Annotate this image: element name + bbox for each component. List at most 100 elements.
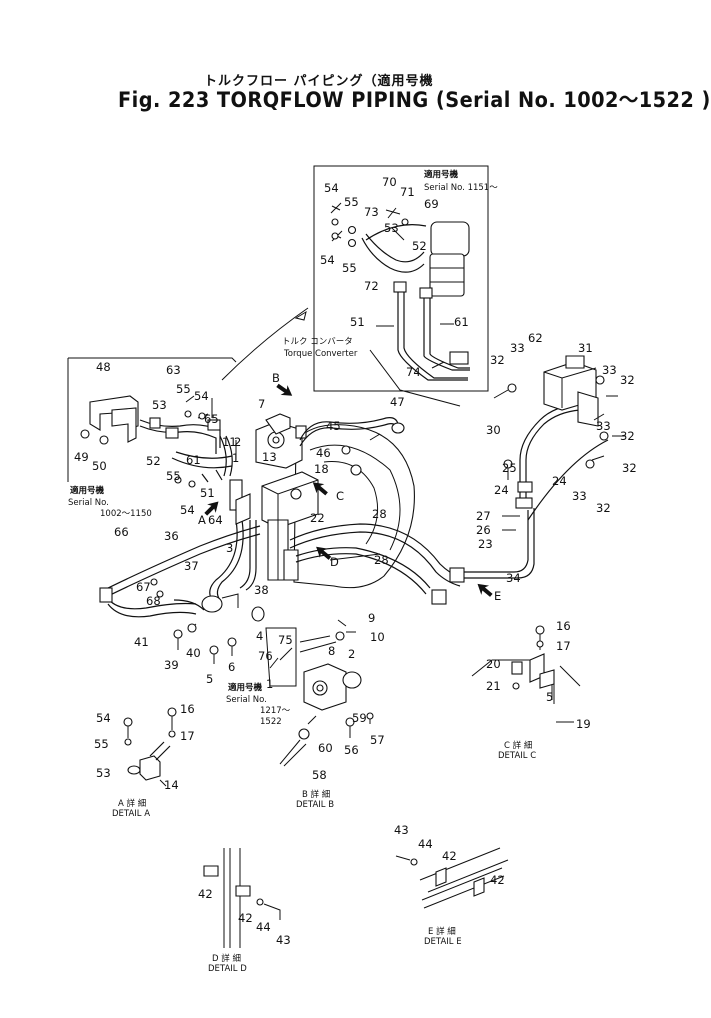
part-number-label: 76 xyxy=(258,649,273,663)
main-assembly: B C D E A xyxy=(99,355,626,664)
figure-title: Fig. 223 TORQFLOW PIPING (Serial No. 100… xyxy=(118,88,711,112)
part-number-label: 41 xyxy=(134,635,149,649)
part-number-label: 32 xyxy=(622,461,637,475)
part-number-label: 57 xyxy=(370,733,385,747)
inset-middle-serial-label: Serial No. xyxy=(226,695,267,705)
part-number-label: 64 xyxy=(208,513,223,527)
part-number-label: 32 xyxy=(620,429,635,443)
detail-c-drawing: C 詳 細 DETAIL C xyxy=(471,625,581,761)
part-number-label: 33 xyxy=(596,419,611,433)
part-number-label: 19 xyxy=(576,717,591,731)
part-number-label: 3 xyxy=(226,541,233,555)
part-number-label: 52 xyxy=(412,239,427,253)
part-number-label: 4 xyxy=(256,629,263,643)
part-number-label: 5 xyxy=(546,690,553,704)
part-number-label: 45 xyxy=(326,419,341,433)
part-number-label: 8 xyxy=(328,644,335,658)
part-number-label: 1 xyxy=(266,677,273,691)
part-number-label: 25 xyxy=(502,461,517,475)
inset-top-serial: Serial No. 1151～ xyxy=(424,183,498,193)
part-number-label: 54 xyxy=(180,503,195,517)
part-number-label: 16 xyxy=(556,619,571,633)
part-number-label: 33 xyxy=(572,489,587,503)
part-number-label: 42 xyxy=(490,873,505,887)
part-number-label: 38 xyxy=(254,583,269,597)
part-number-label: 59 xyxy=(352,711,367,725)
inset-left-serial-label: Serial No. xyxy=(68,498,109,508)
part-number-label: 22 xyxy=(310,511,325,525)
part-number-label: 51 xyxy=(200,486,215,500)
detail-b-jp: B 詳 細 xyxy=(302,789,330,800)
part-number-label: 17 xyxy=(556,639,571,653)
part-number-label: 13 xyxy=(262,450,277,464)
part-number-label: 33 xyxy=(602,363,617,377)
part-number-label: 27 xyxy=(476,509,491,523)
part-number-label: 70 xyxy=(382,175,397,189)
part-number-label: 20 xyxy=(486,657,501,671)
part-number-label: 60 xyxy=(318,741,333,755)
part-number-label: 11 xyxy=(222,435,237,449)
part-number-label: 18 xyxy=(314,462,329,476)
detail-a-drawing: A 詳 細 DETAIL A xyxy=(112,707,177,819)
part-number-label: 23 xyxy=(478,537,493,551)
part-number-label: 37 xyxy=(184,559,199,573)
inset-middle-jp: 適用号機 xyxy=(228,682,263,693)
arrow-label-e: E xyxy=(494,589,501,603)
part-number-label: 55 xyxy=(342,261,357,275)
part-number-label: 28 xyxy=(372,507,387,521)
part-number-label: 72 xyxy=(364,279,379,293)
part-number-label: 71 xyxy=(400,185,415,199)
detail-e-label: DETAIL E xyxy=(424,937,462,947)
part-number-label: 31 xyxy=(578,341,593,355)
part-number-label: 56 xyxy=(344,743,359,757)
part-number-label: 5 xyxy=(206,672,213,686)
detail-c-label: DETAIL C xyxy=(498,751,536,761)
part-number-label: 74 xyxy=(406,365,421,379)
part-number-label: 46 xyxy=(316,446,331,460)
part-number-label: 65 xyxy=(204,412,219,426)
detail-a-jp: A 詳 細 xyxy=(118,798,146,809)
part-number-label: 67 xyxy=(136,580,151,594)
torque-converter-jp: トルク コンバータ xyxy=(282,337,353,347)
part-number-label: 16 xyxy=(180,702,195,716)
part-number-label: 54 xyxy=(324,181,339,195)
detail-b-text: B 詳 細 DETAIL B xyxy=(296,789,334,810)
arrow-label-a: A xyxy=(198,513,206,527)
part-number-label: 52 xyxy=(146,454,161,468)
inset-left-jp: 適用号機 xyxy=(70,485,105,496)
detail-e-jp: E 詳 細 xyxy=(428,926,456,937)
part-number-label: 54 xyxy=(320,253,335,267)
part-number-label: 69 xyxy=(424,197,439,211)
torque-converter-label: Torque Converter xyxy=(283,349,358,359)
part-number-label: 58 xyxy=(312,768,327,782)
part-number-label: 51 xyxy=(350,315,365,329)
part-number-label: 30 xyxy=(486,423,501,437)
part-number-label: 2 xyxy=(348,647,355,661)
detail-d-label: DETAIL D xyxy=(208,964,247,974)
part-number-label: 28 xyxy=(374,553,389,567)
part-number-label: 1 xyxy=(232,451,239,465)
part-number-label: 7 xyxy=(258,397,265,411)
part-number-label: 61 xyxy=(186,453,201,467)
part-number-label: 32 xyxy=(596,501,611,515)
part-number-label: 50 xyxy=(92,459,107,473)
part-number-label: 32 xyxy=(490,353,505,367)
parts-diagram-page: トルクフロー パイピング（適用号機 Fig. 223 TORQFLOW PIPI… xyxy=(67,74,711,974)
part-number-label: 43 xyxy=(394,823,409,837)
inset-box-left: 適用号機 Serial No. 1002～1150 xyxy=(67,357,237,519)
part-number-label: 42 xyxy=(442,849,457,863)
part-number-label: 14 xyxy=(164,778,179,792)
part-number-label: 55 xyxy=(94,737,109,751)
part-number-label: 33 xyxy=(510,341,525,355)
part-number-label: 75 xyxy=(278,633,293,647)
part-number-label: 34 xyxy=(506,571,521,585)
part-number-label: 62 xyxy=(528,331,543,345)
part-number-label: 53 xyxy=(96,766,111,780)
inset-middle-serial-a: 1217～ xyxy=(260,706,291,716)
part-number-label: 63 xyxy=(166,363,181,377)
part-number-label: 6 xyxy=(228,660,235,674)
part-number-label: 54 xyxy=(96,711,111,725)
part-number-label: 49 xyxy=(74,450,89,464)
part-number-label: 66 xyxy=(114,525,129,539)
